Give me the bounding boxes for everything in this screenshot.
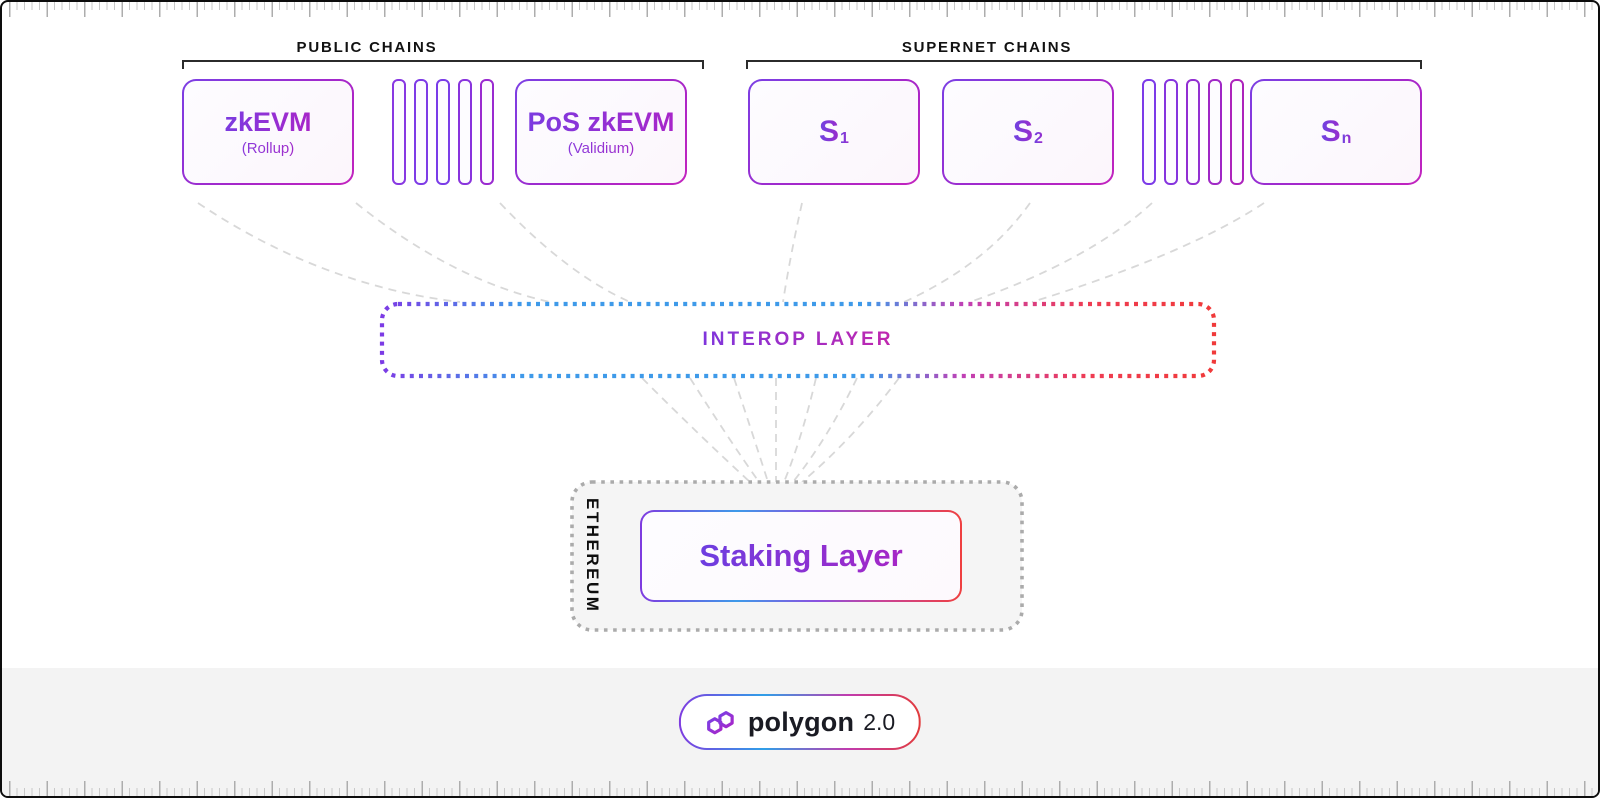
public-parallel-chains-bars — [392, 79, 494, 185]
public-chains-label: PUBLIC CHAINS — [296, 39, 438, 56]
chain-bar — [1142, 79, 1156, 185]
interop-layer-label: INTEROP LAYER — [702, 329, 894, 350]
interop-to-staking-connectors — [641, 377, 900, 483]
chain-to-interop-connectors — [197, 202, 1265, 303]
chain-bar — [480, 79, 494, 185]
staking-layer-box: Staking Layer — [640, 510, 962, 602]
supernet-chains-label: SUPERNET CHAINS — [901, 39, 1073, 56]
polygon-brand-pill: polygon 2.0 — [679, 694, 921, 750]
ethereum-label-wrap: ETHEREUM — [582, 482, 602, 630]
chain-bar — [1208, 79, 1222, 185]
chain-bar — [1186, 79, 1200, 185]
polygon-logo-icon — [707, 711, 734, 735]
footer-band: polygon 2.0 — [2, 668, 1598, 796]
ethereum-label: ETHEREUM — [583, 498, 602, 614]
s2-base: S — [1013, 115, 1034, 148]
supernet-chains-bracket — [746, 60, 1422, 69]
interop-layer: INTEROP LAYER — [382, 304, 1214, 376]
sn-subscript: n — [1341, 130, 1352, 147]
staking-layer-label: Staking Layer — [699, 538, 903, 573]
pos-zkevm-title: PoS zkEVM — [527, 107, 675, 137]
chain-box-pos-zkevm: PoS zkEVM (Validium) — [515, 79, 687, 185]
public-chains-bracket — [182, 60, 704, 69]
chain-bar — [458, 79, 472, 185]
supernet-parallel-chains-bars — [1142, 79, 1244, 185]
pos-zkevm-subtitle: (Validium) — [567, 140, 635, 157]
brand-version: 2.0 — [863, 708, 896, 735]
chain-bar — [414, 79, 428, 185]
s1-subscript: 1 — [840, 130, 849, 147]
s2-subscript: 2 — [1034, 130, 1043, 147]
ruler-top — [2, 2, 1598, 17]
zkevm-title: zkEVM — [224, 107, 312, 137]
sn-base: S — [1320, 115, 1341, 148]
chain-bar — [1230, 79, 1244, 185]
chain-bar — [436, 79, 450, 185]
chain-box-zkevm: zkEVM (Rollup) — [182, 79, 354, 185]
zkevm-subtitle: (Rollup) — [241, 140, 295, 157]
chain-bar — [392, 79, 406, 185]
chain-bar — [1164, 79, 1178, 185]
s1-base: S — [819, 115, 840, 148]
brand-name: polygon — [747, 706, 855, 737]
